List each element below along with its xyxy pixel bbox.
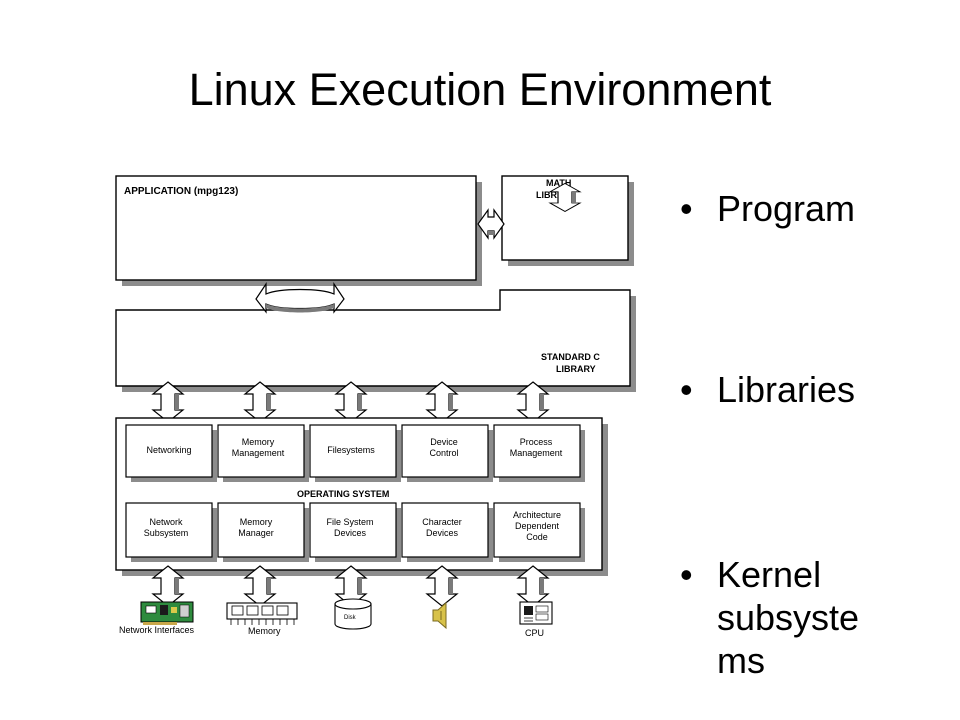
app-stdc-arrow	[255, 282, 345, 314]
process-management-box: Process Management	[493, 424, 585, 482]
character-devices-label-2: Devices	[426, 528, 459, 538]
networking-box: Networking	[125, 424, 217, 482]
speaker-icon	[432, 601, 447, 630]
bullet-dot: •	[680, 554, 693, 595]
character-devices-box: Character Devices	[401, 502, 493, 562]
filesystems-label: Filesystems	[327, 445, 375, 455]
operating-system-label: OPERATING SYSTEM	[297, 489, 389, 499]
bullet-text-kernel-3: ms	[717, 640, 765, 681]
network-subsystem-label-1: Network	[149, 517, 183, 527]
device-control-label-2: Control	[429, 448, 458, 458]
application-box: APPLICATION (mpg123)	[115, 175, 482, 286]
architecture-label-1: Architecture	[513, 510, 561, 520]
character-devices-label-1: Character	[422, 517, 462, 527]
cpu-label: CPU	[525, 628, 544, 638]
device-control-box: Device Control	[401, 424, 493, 482]
network-subsystem-box: Network Subsystem	[125, 502, 217, 562]
bullet-text-kernel-1: Kernel	[717, 554, 822, 595]
architecture-label-3: Code	[526, 532, 548, 542]
std-c-library-label-2: LIBRARY	[556, 364, 596, 374]
memory-manager-label-2: Manager	[238, 528, 274, 538]
memory-manager-box: Memory Manager	[217, 502, 309, 562]
math-library-label-2: LIBRARY	[536, 190, 576, 200]
bullet-text-libraries: Libraries	[717, 369, 856, 410]
bullet-text-program: Program	[717, 188, 856, 229]
bullet-dot: •	[680, 188, 693, 229]
file-system-devices-label-2: Devices	[334, 528, 367, 538]
memory-manager-label-1: Memory	[240, 517, 273, 527]
memory-management-box: Memory Management	[217, 424, 309, 482]
bullet-text-kernel-2: subsyste	[717, 597, 860, 638]
networking-label: Networking	[146, 445, 191, 455]
application-label: APPLICATION (mpg123)	[124, 186, 238, 197]
process-management-label-1: Process	[520, 437, 553, 447]
os-bottom-row: Network Subsystem Memory Manager File Sy…	[125, 502, 585, 562]
app-math-arrow	[477, 208, 505, 240]
filesystems-box: Filesystems	[309, 424, 401, 482]
memory-module-icon	[226, 602, 298, 625]
disk-label: Disk	[344, 615, 357, 621]
file-system-devices-label-1: File System	[326, 517, 373, 527]
math-library-box: MATH LIBRARY	[501, 175, 634, 266]
bullet-dot: •	[680, 369, 693, 410]
std-c-library-label-1: STANDARD C	[541, 352, 600, 362]
standard-c-library-box: STANDARD C LIBRARY	[115, 289, 636, 392]
os-top-row: Networking Memory Management Filesystems…	[125, 424, 585, 482]
network-card-icon	[140, 601, 194, 625]
network-interfaces-label: Network Interfaces	[119, 625, 195, 635]
architecture-dependent-code-box: Architecture Dependent Code	[493, 502, 585, 562]
disk-icon: Disk	[334, 598, 372, 630]
device-control-label-1: Device	[430, 437, 458, 447]
memory-management-label-1: Memory	[242, 437, 275, 447]
network-subsystem-label-2: Subsystem	[144, 528, 189, 538]
cpu-icon	[519, 601, 553, 625]
file-system-devices-box: File System Devices	[309, 502, 401, 562]
architecture-label-2: Dependent	[515, 521, 560, 531]
math-library-label-1: MATH	[546, 178, 571, 188]
slide-title: Linux Execution Environment	[188, 64, 772, 115]
memory-management-label-2: Management	[232, 448, 285, 458]
memory-label: Memory	[248, 626, 281, 636]
process-management-label-2: Management	[510, 448, 563, 458]
